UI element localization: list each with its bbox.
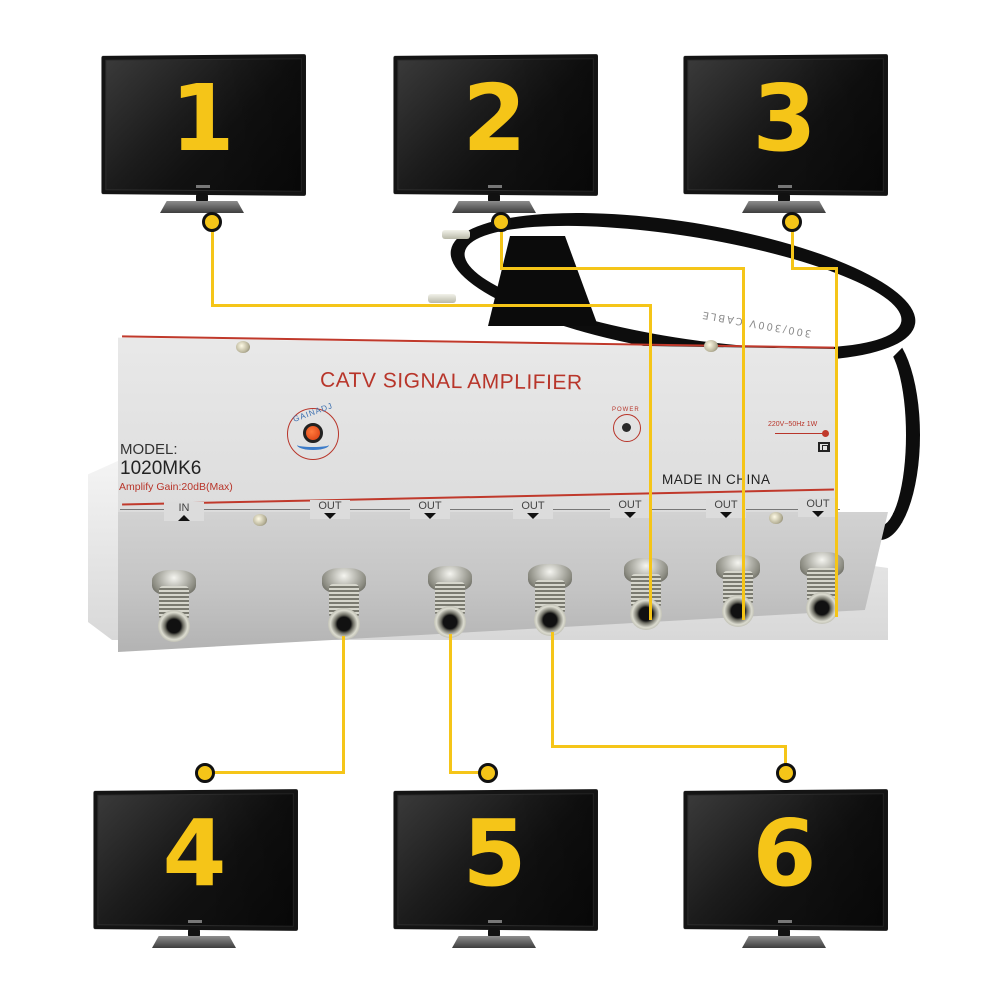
port-label-text: OUT (618, 499, 642, 511)
tv-stand (152, 936, 236, 948)
connection-dot-tv-5 (478, 763, 498, 783)
tv-5: 5 (392, 789, 598, 950)
f-connector-out[interactable] (528, 564, 572, 636)
arrow-down-icon (720, 512, 732, 518)
arrow-up-icon (178, 515, 190, 521)
port-label-out: OUT (706, 499, 746, 518)
tv-1: 1 (100, 54, 306, 215)
screw (769, 512, 783, 524)
port-label-out: OUT (610, 499, 650, 518)
gain-adjust-ring (287, 408, 339, 460)
wire-tv-2 (500, 267, 745, 270)
screw (253, 514, 267, 526)
tv-2: 2 (392, 54, 598, 215)
wire-tv-5 (449, 771, 481, 774)
connection-dot-tv-2 (491, 212, 511, 232)
tv-number: 5 (462, 800, 527, 907)
tv-4: 4 (92, 789, 298, 950)
connection-dot-tv-4 (195, 763, 215, 783)
tv-stand (452, 936, 536, 948)
wire-tv-3 (791, 267, 837, 270)
wire-tv-4 (342, 636, 345, 774)
tv-number: 6 (752, 800, 817, 907)
wire-tv-6 (784, 745, 787, 765)
port-label-text: OUT (418, 500, 442, 512)
connection-dot-tv-6 (776, 763, 796, 783)
model-value: 1020MK6 (120, 458, 202, 479)
port-label-out: OUT (798, 498, 838, 517)
port-label-out: OUT (513, 500, 553, 519)
arrow-down-icon (624, 512, 636, 518)
port-label-text: IN (178, 502, 190, 514)
gain-adjust-knob[interactable] (303, 423, 323, 443)
wire-tv-5 (449, 634, 452, 774)
wire-tv-3 (791, 230, 794, 270)
f-connector-out[interactable] (716, 555, 760, 627)
wire-tv-2 (742, 267, 745, 620)
tv-stand (160, 201, 244, 213)
screw (236, 341, 250, 353)
power-led-icon (622, 423, 631, 432)
brand-swoosh-icon (297, 440, 329, 450)
tv-number: 4 (162, 800, 227, 907)
wire-tv-4 (213, 771, 345, 774)
port-label-in: IN (164, 502, 204, 521)
power-indicator-ring (613, 414, 641, 442)
plug-pin (442, 230, 470, 239)
connection-dot-tv-1 (202, 212, 222, 232)
arrow-down-icon (812, 511, 824, 517)
port-label-text: OUT (714, 499, 738, 511)
power-spec: 220V~50Hz 1W (768, 421, 818, 428)
screw (704, 340, 718, 352)
tv-3: 3 (682, 54, 888, 215)
arrow-down-icon (424, 513, 436, 519)
tv-number: 3 (752, 65, 817, 172)
port-label-text: OUT (318, 500, 342, 512)
tv-neck (488, 928, 500, 938)
port-label-out: OUT (310, 500, 350, 519)
f-connector-out[interactable] (428, 566, 472, 638)
amplifier-title: CATV SIGNAL AMPLIFIER (319, 368, 583, 395)
tv-neck (188, 928, 200, 938)
tv-number: 1 (170, 65, 235, 172)
tv-neck (196, 193, 208, 203)
arrow-down-icon (527, 513, 539, 519)
wire-tv-6 (551, 632, 554, 748)
port-label-out: OUT (410, 500, 450, 519)
connection-dot-tv-3 (782, 212, 802, 232)
f-connector-in[interactable] (152, 570, 196, 642)
tv-stand (452, 201, 536, 213)
f-connector-out[interactable] (322, 568, 366, 640)
model-label: MODEL: (120, 441, 178, 458)
tv-6: 6 (682, 789, 888, 950)
tv-stand (742, 201, 826, 213)
power-cable-tail (840, 330, 920, 540)
amplifier-top-panel (118, 337, 838, 520)
plug-pin (428, 294, 456, 303)
wire-tv-1 (211, 230, 214, 307)
wire-tv-1 (649, 304, 652, 620)
tv-neck (778, 928, 790, 938)
wire-tv-1 (211, 304, 652, 307)
tv-neck (488, 193, 500, 203)
tv-neck (778, 193, 790, 203)
double-insulation-icon (818, 442, 830, 452)
power-label: POWER (612, 407, 640, 413)
wire-tv-2 (500, 230, 503, 270)
power-spec-dot (822, 430, 829, 437)
origin-label: MADE IN CHINA (662, 472, 771, 487)
wire-tv-6 (551, 745, 787, 748)
f-connector-out[interactable] (624, 558, 668, 630)
gain-label: Amplify Gain:20dB(Max) (119, 481, 233, 493)
tv-number: 2 (462, 65, 527, 172)
port-label-text: OUT (521, 500, 545, 512)
f-connector-out[interactable] (800, 552, 844, 624)
port-label-text: OUT (806, 498, 830, 510)
arrow-down-icon (324, 513, 336, 519)
tv-stand (742, 936, 826, 948)
wire-tv-3 (835, 267, 838, 617)
power-spec-line (775, 433, 825, 434)
